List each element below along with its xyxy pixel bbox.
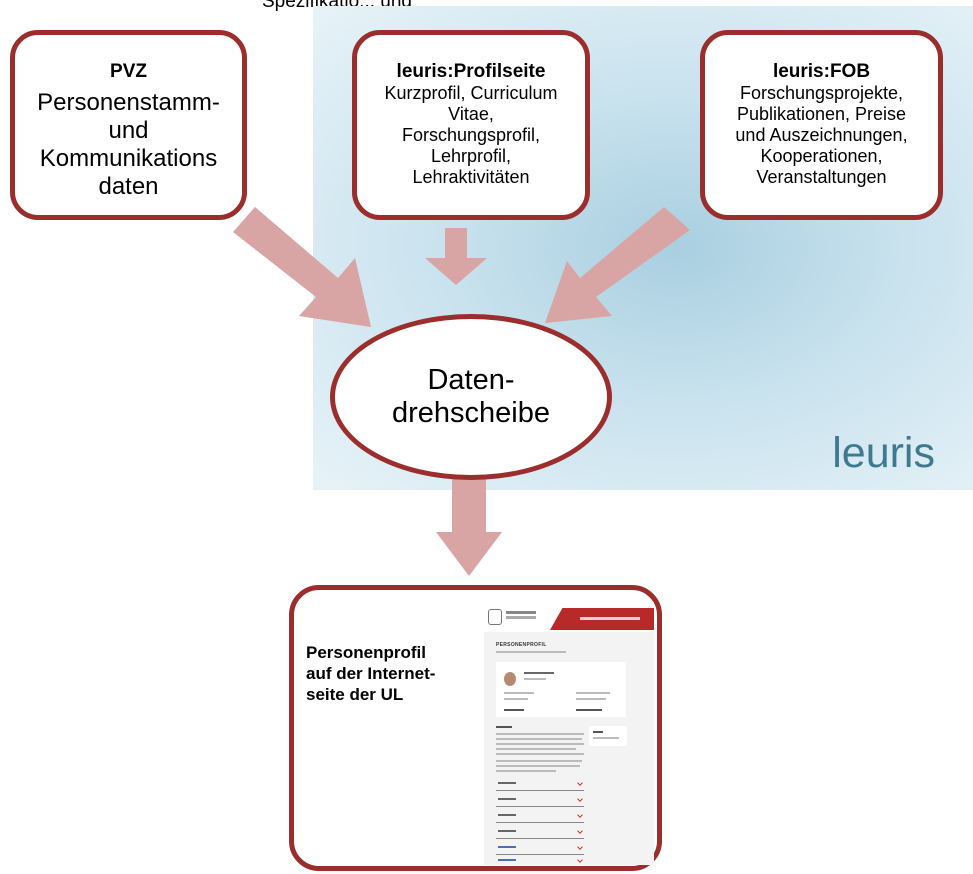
thumbnail-accordion-row — [496, 778, 584, 791]
thumbnail-accordion-row — [496, 855, 584, 865]
arrow-fob-to-hub — [545, 207, 690, 323]
leuris-region-label: leuris — [832, 429, 935, 477]
source-box-fob: leuris:FOB Forschungsprojekte, Publikati… — [700, 30, 943, 220]
thumbnail-header — [484, 602, 654, 632]
thumbnail-page-title: PERSONENPROFIL — [496, 642, 547, 648]
profile-page-thumbnail: PERSONENPROFIL — [484, 602, 654, 865]
thumbnail-accordion-row — [496, 794, 584, 807]
thumbnail-accordion-row — [496, 842, 584, 855]
hub-line-1: Daten- — [427, 364, 515, 396]
source-box-pvz: PVZ Personenstamm- und Kommunikations da… — [10, 30, 247, 220]
source-box-profilseite: leuris:Profilseite Kurzprofil, Curriculu… — [352, 30, 590, 220]
fob-title: leuris:FOB — [772, 61, 871, 82]
arrow-hub-to-result — [436, 477, 502, 576]
logo-text-placeholder — [506, 611, 536, 614]
fob-description: Forschungsprojekte, Publikationen, Preis… — [735, 83, 908, 187]
result-box-personenprofil: Personenprofil auf der Internet- seite d… — [289, 585, 662, 871]
arrow-pvz-to-hub — [233, 207, 371, 327]
thumbnail-accordion-row — [496, 810, 584, 823]
datendrehscheibe-hub: Daten- drehscheibe — [330, 314, 612, 480]
thumbnail-side-box — [589, 726, 627, 746]
university-logo-icon — [488, 609, 502, 625]
profilseite-title: leuris:Profilseite — [396, 61, 546, 82]
thumbnail-contact-card — [496, 662, 626, 717]
thumbnail-accordion-row — [496, 826, 584, 839]
profilseite-description: Kurzprofil, Curriculum Vitae, Forschungs… — [384, 83, 558, 187]
result-label: Personenprofil auf der Internet- seite d… — [306, 643, 436, 704]
header-red-band — [550, 608, 654, 630]
arrow-profil-to-hub — [425, 228, 487, 285]
hub-line-2: drehscheibe — [392, 397, 550, 429]
thumbnail-breadcrumb — [496, 651, 566, 653]
avatar — [504, 672, 516, 686]
pvz-title: PVZ — [110, 61, 147, 82]
pvz-description: Personenstamm- und Kommunikations daten — [37, 89, 220, 200]
